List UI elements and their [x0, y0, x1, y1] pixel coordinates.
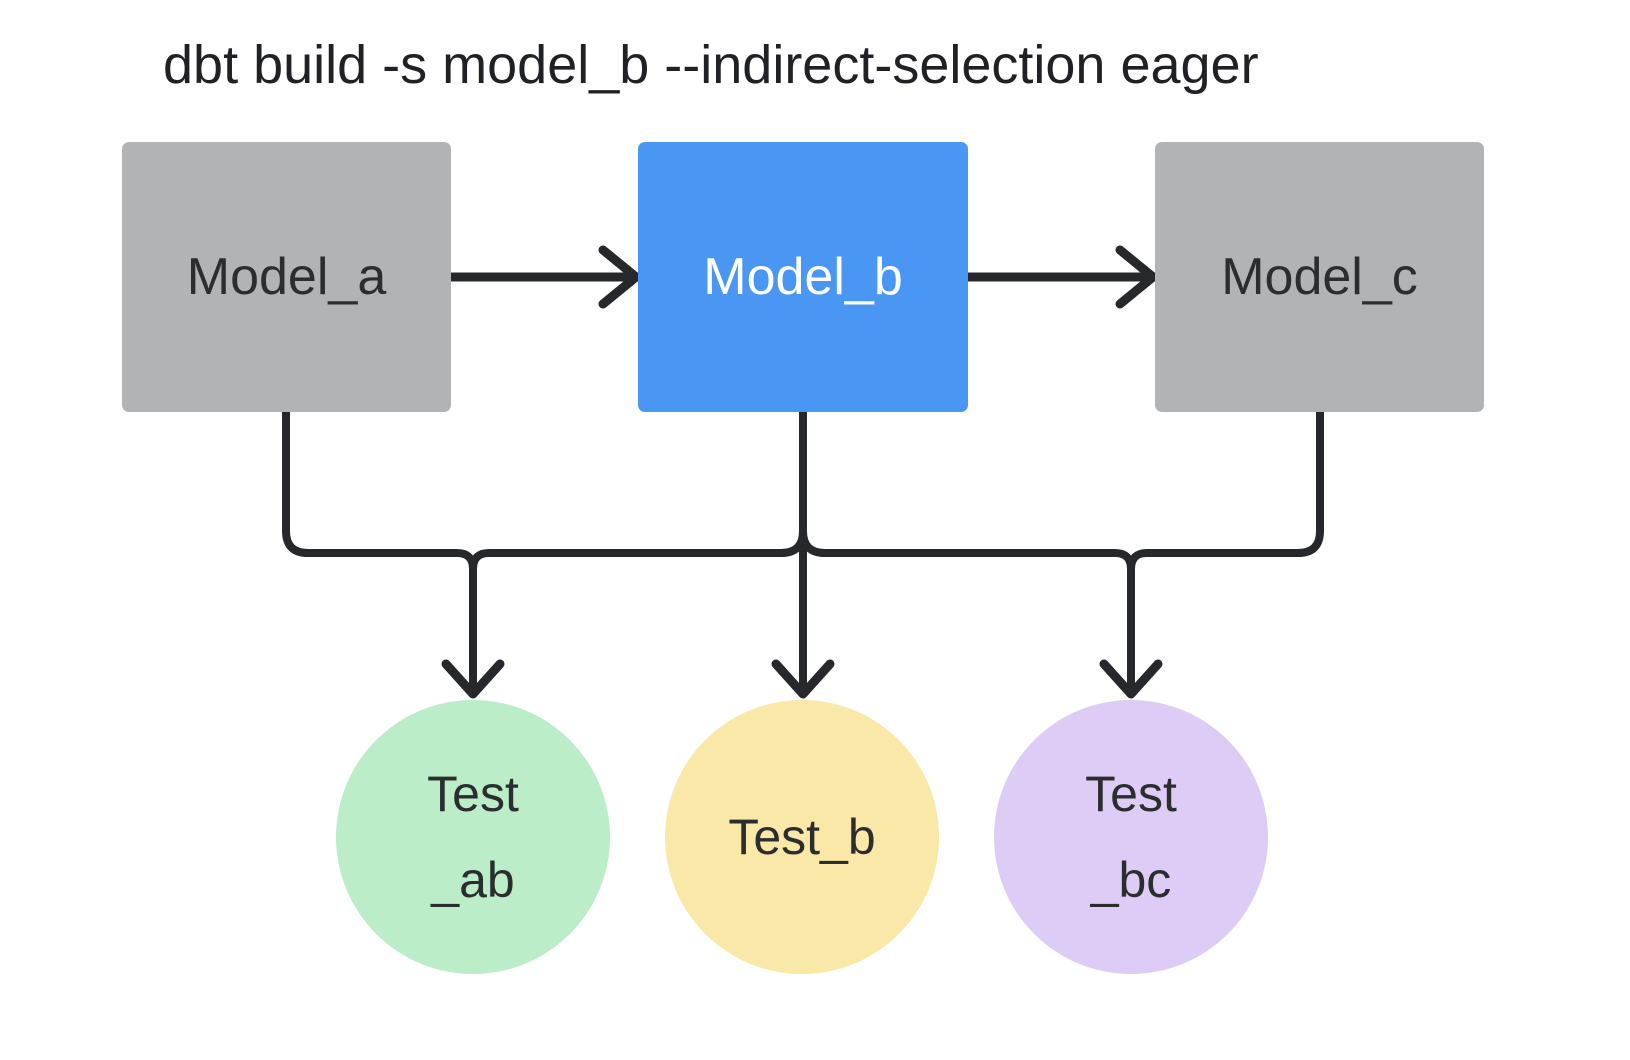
node-model-b-label: Model_b	[703, 248, 903, 306]
node-model-c: Model_c	[1155, 142, 1484, 412]
node-test-bc-label-line1: Test	[1085, 766, 1177, 822]
node-model-a-label: Model_a	[186, 248, 387, 306]
node-test-ab-label-line2: _ab	[431, 852, 515, 908]
node-test-bc: Test _bc	[994, 700, 1268, 974]
node-test-b-label-line1: Test_b	[728, 809, 876, 865]
arrowhead-into-model_b	[598, 245, 641, 309]
node-model-b: Model_b	[638, 142, 968, 412]
edge-model_c-to-test_bc	[1127, 408, 1324, 693]
arrowhead-into-test_b	[771, 659, 835, 699]
edge-model_a-to-test_ab	[282, 408, 477, 693]
edge-model_b-to-test_bc	[799, 408, 1135, 693]
arrowhead-into-test_ab	[441, 659, 505, 699]
node-model-a: Model_a	[122, 142, 451, 412]
arrowhead-into-test_bc	[1099, 659, 1163, 699]
node-test-b: Test_b	[665, 700, 939, 974]
node-test-ab: Test _ab	[336, 700, 610, 974]
node-model-c-label: Model_c	[1221, 248, 1418, 306]
node-test-ab-label-line1: Test	[427, 766, 519, 822]
arrowhead-into-model_c	[1115, 245, 1158, 309]
edge-model_b-to-test_ab	[469, 408, 807, 693]
node-test-bc-label-line2: _bc	[1090, 852, 1172, 908]
diagram-title: dbt build -s model_b --indirect-selectio…	[163, 35, 1259, 95]
